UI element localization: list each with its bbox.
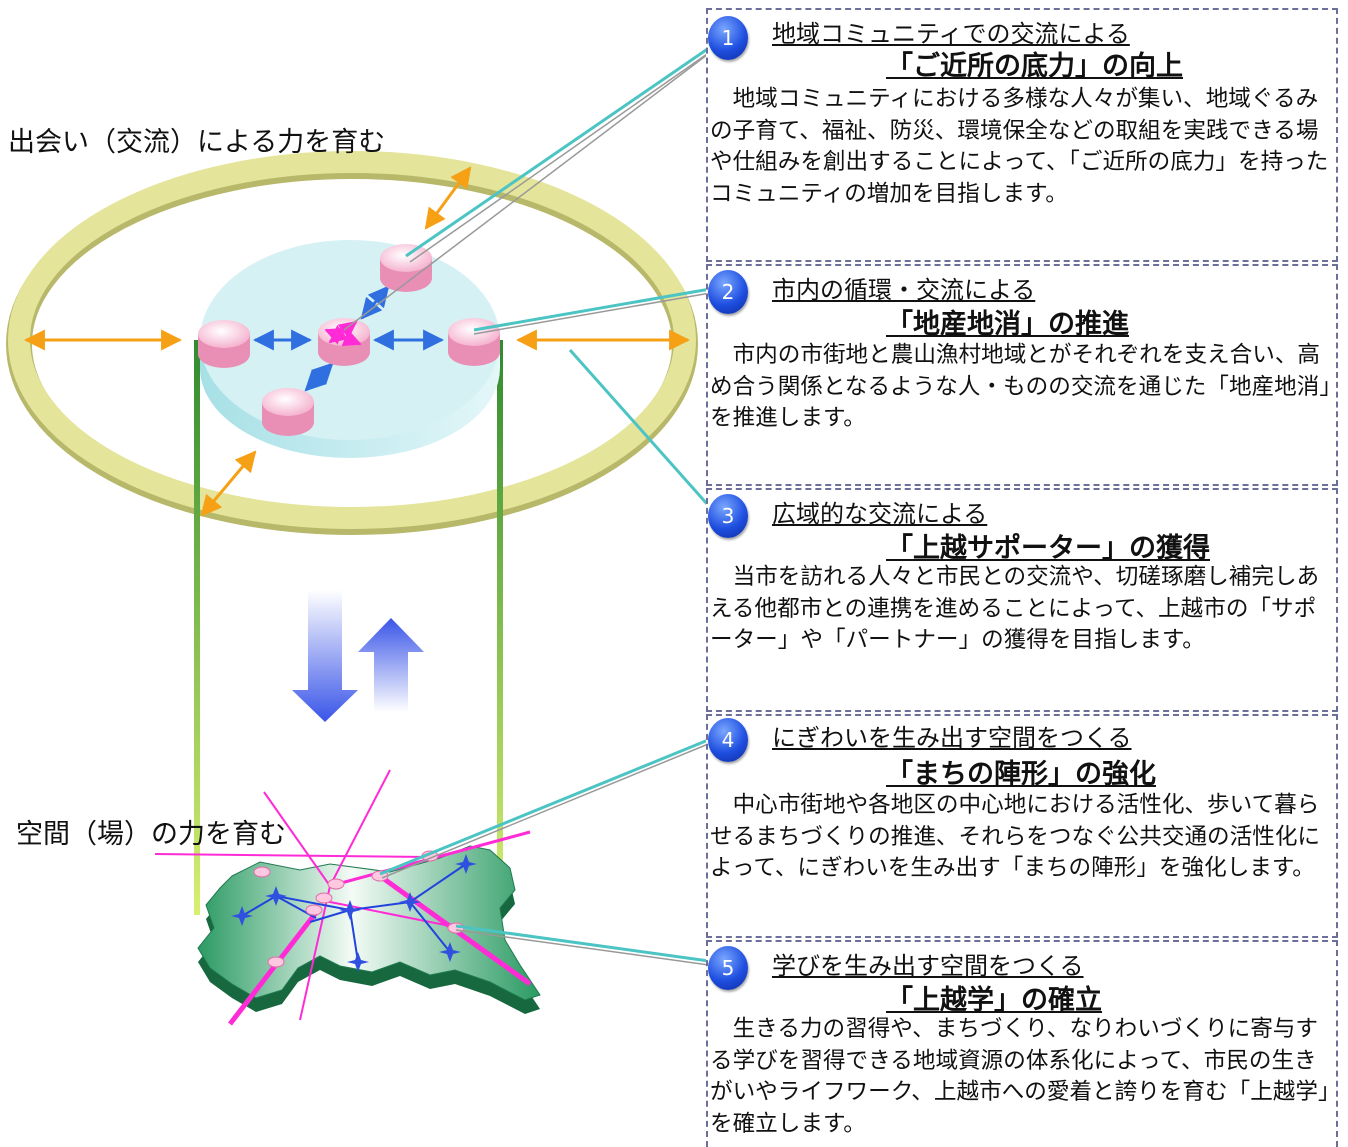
item-badge-3: 3 — [708, 494, 748, 538]
item-badge-2: 2 — [708, 270, 748, 314]
node-center — [318, 318, 370, 366]
item-title-1: 地域コミュニティでの交流による — [772, 20, 1130, 48]
pillars — [194, 340, 503, 915]
item-box-1 — [706, 8, 1338, 262]
item-box-2 — [706, 264, 1338, 486]
center-magenta-arrows — [324, 320, 362, 347]
node-left — [198, 320, 250, 368]
node-top — [380, 244, 432, 292]
item-title-2: 市内の循環・交流による — [772, 276, 1036, 304]
node-right — [448, 318, 500, 366]
item-subtitle-2: 「地産地消」の推進 — [886, 309, 1129, 340]
item-body-5: 生きる力の習得や、まちづくり、なりわいづくりに寄与する学びを習得できる地域資源の… — [710, 1016, 1330, 1137]
item-title-4: にぎわいを生み出す空間をつくる — [772, 724, 1132, 752]
town-nodes — [253, 850, 465, 968]
item-subtitle-3: 「上越サポーター」の獲得 — [886, 533, 1210, 564]
item-title-5: 学びを生み出す空間をつくる — [772, 952, 1084, 980]
item-box-3 — [706, 488, 1338, 712]
item-body-3: 当市を訪れる人々と市民との交流や、切磋琢磨し補完しあえる他都市との連携を進めるこ… — [710, 564, 1320, 653]
star-markers — [231, 854, 477, 972]
item-subtitle-1: 「ご近所の底力」の向上 — [886, 51, 1183, 82]
item-badge-5: 5 — [708, 946, 748, 990]
item-box-5 — [706, 940, 1338, 1147]
meeting-power-label: 出会い（交流）による力を育む — [8, 127, 386, 158]
space-power-label: 空間（場）の力を育む — [16, 819, 286, 850]
leader-lines — [343, 35, 728, 967]
item-body-1: 地域コミュニティにおける多様な人々が集い、地域ぐるみの子育て、福祉、防災、環境保… — [710, 86, 1329, 207]
item-subtitle-5: 「上越学」の確立 — [886, 985, 1102, 1016]
exchange-arrows — [292, 590, 424, 722]
item-body-4: 中心市街地や各地区の中心地における活性化、歩いて暮らせるまちづくりの推進、それら… — [710, 792, 1321, 881]
item-badge-1: 1 — [708, 16, 748, 60]
item-badge-4: 4 — [708, 718, 748, 762]
item-title-3: 広域的な交流による — [772, 500, 988, 528]
orange-arrows — [23, 166, 691, 517]
item-body-2: 市内の市街地と農山漁村地域とがそれぞれを支え合い、高め合う関係となるような人・も… — [710, 342, 1331, 431]
nodes — [198, 244, 500, 436]
item-box-4 — [706, 714, 1338, 938]
item-subtitle-4: 「まちの陣形」の強化 — [886, 759, 1156, 790]
node-bottom — [262, 388, 314, 436]
